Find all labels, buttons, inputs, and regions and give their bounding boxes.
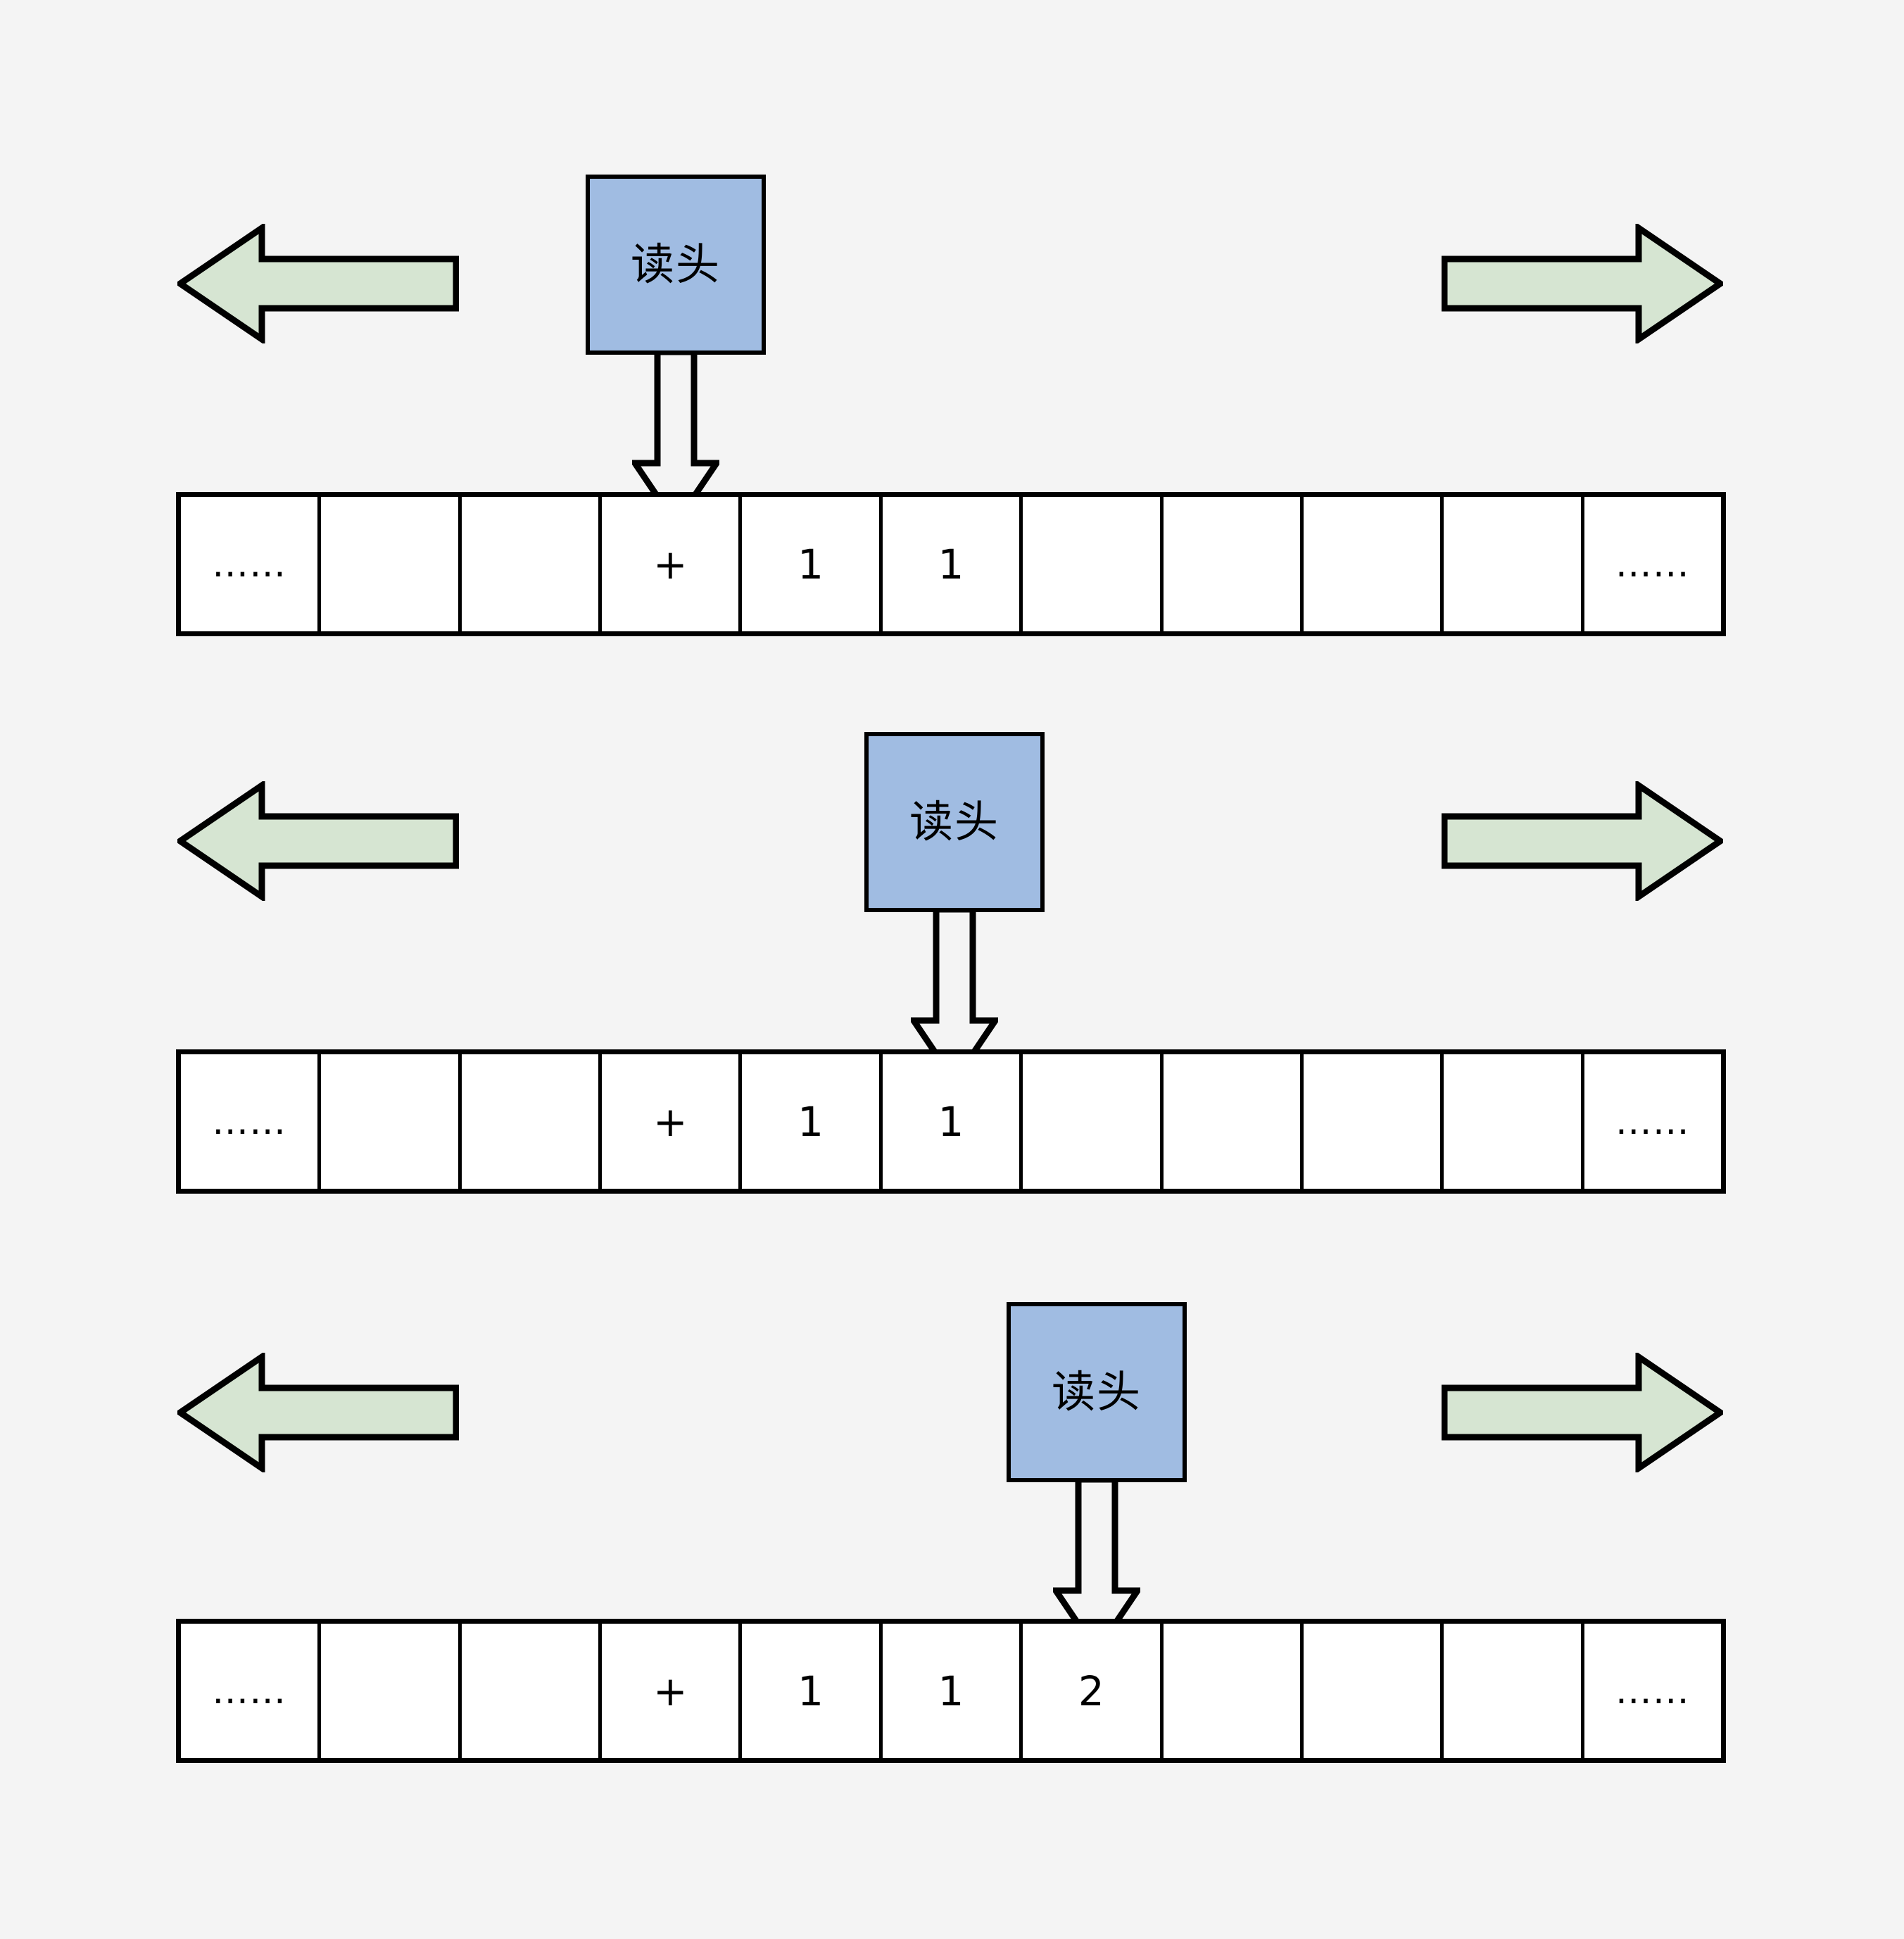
tape-cell[interactable] — [321, 1624, 462, 1758]
tape-1: …… + 1 1 …… — [176, 492, 1726, 636]
tape-3: …… + 1 1 2 …… — [176, 1619, 1726, 1763]
read-head-label: 读头 — [909, 796, 1000, 847]
tape-cell[interactable] — [1444, 1624, 1584, 1758]
machine-step-2: 读头 …… + 1 1 …… — [176, 732, 1726, 1194]
tape-cell[interactable] — [1303, 1054, 1444, 1189]
tape-cell[interactable] — [1303, 497, 1444, 631]
tape-cell[interactable]: 1 — [882, 1054, 1023, 1189]
tape-cell[interactable]: 1 — [742, 1054, 883, 1189]
tape-cell[interactable] — [1163, 1054, 1304, 1189]
machine-step-1: 读头 …… + 1 1 …… — [0, 0, 1904, 640]
tape-cell[interactable] — [1163, 497, 1304, 631]
tape-cell[interactable] — [321, 1054, 462, 1189]
move-left-arrow-3 — [177, 1353, 459, 1472]
move-right-arrow-2 — [1442, 781, 1723, 901]
tape-cell[interactable]: 1 — [882, 497, 1023, 631]
tape-cell[interactable]: …… — [1584, 1624, 1721, 1758]
tape-cell[interactable]: …… — [181, 1624, 322, 1758]
tape-cell[interactable] — [1023, 497, 1164, 631]
tape-cell[interactable]: 2 — [1023, 1624, 1164, 1758]
tape-cell[interactable] — [461, 1624, 603, 1758]
move-left-arrow-2 — [177, 781, 459, 901]
tape-cell[interactable]: 1 — [882, 1624, 1023, 1758]
tape-cell[interactable] — [461, 1054, 603, 1189]
tape-2: …… + 1 1 …… — [176, 1049, 1726, 1194]
tape-cell[interactable]: 1 — [742, 497, 883, 631]
tape-cell[interactable] — [1303, 1624, 1444, 1758]
tape-cell[interactable] — [461, 497, 603, 631]
machine-step-3: 读头 …… + 1 1 2 …… — [176, 1302, 1726, 1763]
read-head-box-3[interactable]: 读头 — [1007, 1302, 1187, 1482]
move-right-arrow-1 — [1442, 224, 1723, 343]
tape-cell[interactable]: …… — [181, 497, 322, 631]
tape-cell[interactable] — [321, 497, 462, 631]
move-right-arrow-3 — [1442, 1353, 1723, 1472]
tape-cell[interactable] — [1444, 497, 1584, 631]
tape-cell[interactable]: …… — [181, 1054, 322, 1189]
read-head-box-2[interactable]: 读头 — [864, 732, 1045, 912]
tape-cell[interactable]: + — [602, 497, 743, 631]
read-head-label: 读头 — [630, 239, 721, 290]
tape-cell[interactable]: + — [602, 1624, 743, 1758]
tape-cell[interactable]: …… — [1584, 1054, 1721, 1189]
tape-cell[interactable] — [1023, 1054, 1164, 1189]
read-head-label: 读头 — [1051, 1366, 1142, 1417]
tape-cell[interactable]: + — [602, 1054, 743, 1189]
tape-cell[interactable] — [1163, 1624, 1304, 1758]
tape-cell[interactable]: …… — [1584, 497, 1721, 631]
read-head-box-1[interactable]: 读头 — [586, 175, 766, 355]
tape-cell[interactable]: 1 — [742, 1624, 883, 1758]
move-left-arrow-1 — [177, 224, 459, 343]
tape-cell[interactable] — [1444, 1054, 1584, 1189]
